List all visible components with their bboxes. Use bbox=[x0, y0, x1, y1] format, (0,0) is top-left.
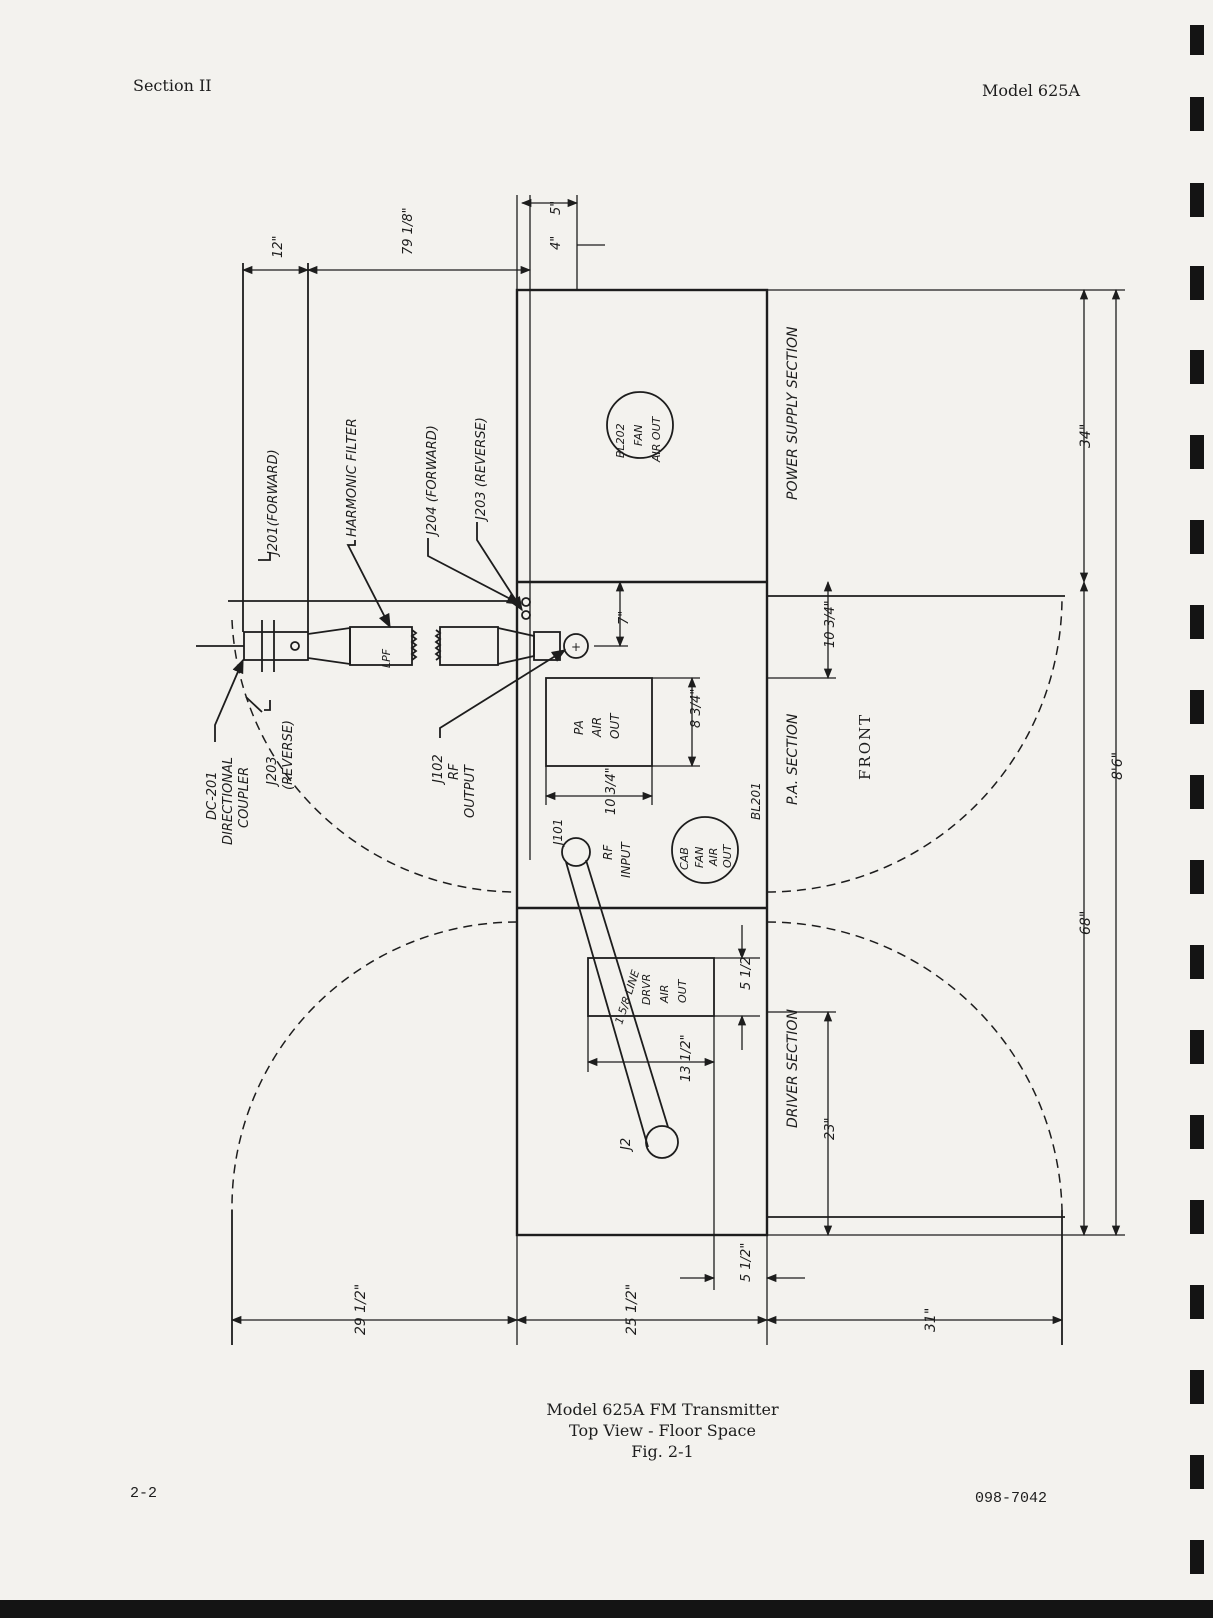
dim-25: 25 1/2" bbox=[624, 1284, 640, 1335]
pa-vent-air-label: AIR bbox=[590, 717, 604, 738]
section-header: Section II bbox=[133, 76, 212, 95]
dim-4: 4" bbox=[549, 236, 564, 250]
j102-output-label: OUTPUT bbox=[463, 764, 478, 818]
bl201-label: BL201 bbox=[749, 782, 763, 820]
pa-dimensions bbox=[544, 580, 700, 805]
bl202-fan-icon bbox=[606, 391, 674, 459]
dim-86: 8'6" bbox=[1110, 752, 1126, 780]
bl202-label: BL202 bbox=[614, 423, 627, 458]
j203-jack-icon bbox=[521, 610, 531, 620]
driver-air-out-vent bbox=[587, 957, 715, 1017]
j101-rf-input-icon bbox=[561, 837, 591, 867]
power-supply-section-label: POWER SUPPLY SECTION bbox=[785, 326, 801, 500]
dim-8: 8 3/4" bbox=[689, 689, 704, 728]
connector-plus: + bbox=[571, 640, 581, 654]
driver-dimensions bbox=[586, 925, 760, 1290]
harmonic-filter-assembly bbox=[196, 620, 535, 672]
drvr-vent-air-label: AIR bbox=[658, 985, 671, 1004]
pa-air-out-vent bbox=[545, 677, 653, 767]
dim-23: 23" bbox=[823, 1117, 838, 1140]
j203-reverse-bottom-label: J203 bbox=[265, 756, 280, 788]
pa-vent-out-label: OUT bbox=[608, 712, 622, 739]
j203-reverse-bottom-sub: (REVERSE) bbox=[281, 720, 296, 790]
cab-out-label: OUT bbox=[721, 843, 734, 868]
dim-31: 31" bbox=[923, 1308, 939, 1332]
bl202-airout-label: AIR OUT bbox=[650, 415, 663, 463]
model-header: Model 625A bbox=[982, 81, 1081, 100]
leader-lines bbox=[214, 263, 567, 742]
door-swings bbox=[231, 595, 1063, 1345]
j204-jack-icon bbox=[521, 597, 531, 607]
j101-label: J101 bbox=[551, 819, 565, 847]
bottom-dimensions bbox=[230, 1235, 1064, 1345]
dim-5-drv: 5 1/2" bbox=[739, 951, 754, 990]
caption-title: Model 625A FM Transmitter bbox=[546, 1400, 779, 1419]
dim-29: 29 1/2" bbox=[353, 1284, 369, 1335]
j102-label: J102 bbox=[431, 754, 446, 786]
dim-7: 7" bbox=[617, 611, 632, 625]
cab-fan-label: FAN bbox=[693, 847, 706, 868]
lpf-label: LPF bbox=[380, 648, 393, 668]
dc201-label: DC-201 bbox=[205, 771, 220, 820]
top-dimensions bbox=[241, 195, 605, 860]
pa-section-label: P.A. SECTION bbox=[785, 713, 801, 805]
cabinet bbox=[228, 288, 1065, 1237]
j201-forward-label: J201(FORWARD) bbox=[266, 449, 281, 558]
pa-vent-label: PA bbox=[572, 720, 586, 735]
driver-section-label: DRIVER SECTION bbox=[785, 1009, 801, 1128]
document-number: 098-7042 bbox=[975, 1490, 1048, 1507]
rf-input-rf-label: RF bbox=[601, 844, 615, 860]
page-number: 2-2 bbox=[130, 1485, 158, 1502]
dim-12: 12" bbox=[271, 235, 286, 258]
rf-output-connector-icon bbox=[563, 633, 589, 659]
cab-air-label: AIR bbox=[707, 848, 720, 867]
bl202-fan-label: FAN bbox=[632, 425, 645, 446]
rf-input-input-label: INPUT bbox=[619, 840, 633, 878]
cab-label: CAB bbox=[678, 847, 691, 870]
dim-10-top: 10 3/4" bbox=[823, 600, 838, 648]
dim-5-top: 5" bbox=[549, 201, 564, 215]
caption-subtitle: Top View - Floor Space bbox=[569, 1421, 756, 1440]
j203-reverse-top-label: J203 (REVERSE) bbox=[474, 417, 489, 523]
dim-79: 79 1/8" bbox=[401, 207, 416, 255]
dim-13: 13 1/2" bbox=[679, 1034, 694, 1082]
line-edge-a bbox=[565, 861, 649, 1148]
j2-label: J2 bbox=[619, 1138, 634, 1153]
harmonic-filter-label: HARMONIC FILTER bbox=[345, 418, 360, 537]
dim-34: 34" bbox=[1078, 424, 1094, 448]
line-label: 1 5/8 LINE bbox=[612, 968, 642, 1026]
caption-figure: Fig. 2-1 bbox=[631, 1442, 694, 1461]
dc201-coupler-label: COUPLER bbox=[237, 767, 252, 828]
j204-forward-label: J204 (FORWARD) bbox=[425, 425, 440, 538]
front-label: FRONT bbox=[856, 713, 874, 780]
j102-rf-label: RF bbox=[447, 763, 462, 780]
dim-68: 68" bbox=[1078, 911, 1094, 935]
dim-10-width: 10 3/4" bbox=[604, 767, 619, 815]
drvr-vent-out-label: OUT bbox=[676, 978, 689, 1003]
dim-5-bot: 5 1/2" bbox=[739, 1243, 754, 1282]
drvr-vent-label: DRVR bbox=[640, 974, 653, 1005]
cab-fan-icon bbox=[671, 816, 739, 884]
j2-connector-icon bbox=[645, 1125, 679, 1159]
line-edge-b bbox=[585, 859, 669, 1128]
dc201-directional-label: DIRECTIONAL bbox=[221, 757, 236, 845]
right-dimensions bbox=[767, 288, 1125, 1237]
binder-marks bbox=[0, 25, 1213, 1618]
